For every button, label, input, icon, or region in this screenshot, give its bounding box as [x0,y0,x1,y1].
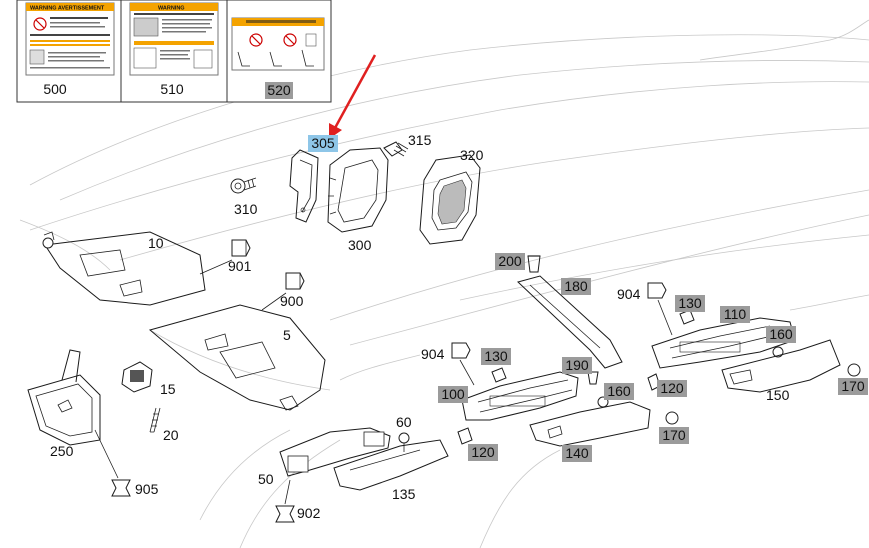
part-15-visor-clip[interactable]: 15 [121,361,176,397]
label-130-lower: 130 [484,348,508,364]
part-100-grab-handle[interactable]: 100 [438,371,579,421]
part-60-screw[interactable]: 60 [396,414,412,452]
part-130-clip-lower[interactable]: 130 [481,348,511,383]
label-901: 901 [228,258,252,274]
label-120-lower: 120 [471,444,495,460]
label-170-upper: 170 [841,378,865,394]
label-160-lower: 160 [607,383,631,399]
red-arrow-indicator [329,54,377,139]
label-5: 5 [283,327,291,343]
label-110: 110 [724,306,747,322]
label-135: 135 [392,486,416,502]
label-15: 15 [160,381,176,397]
label-315: 315 [408,132,432,148]
part-190-screw[interactable]: 190 [562,357,599,385]
label-190: 190 [565,357,589,373]
label-20: 20 [163,427,179,443]
label-180: 180 [564,278,588,294]
label-310: 310 [234,201,258,217]
label-902: 902 [297,505,321,521]
part-901-clip[interactable]: 901 [199,239,252,275]
label-904-lower: 904 [421,346,445,362]
label-card-510-header: WARNING [158,6,185,12]
label-320: 320 [460,147,484,163]
label-card-500[interactable]: WARNING AVERTISSEMENT 500 [25,2,115,97]
label-100: 100 [441,386,465,402]
label-500-number: 500 [43,81,67,97]
part-120-clip-upper[interactable]: 120 [647,373,687,397]
part-900-clip[interactable]: 900 [261,272,305,311]
part-315-screw[interactable]: 315 [383,132,432,157]
part-170-clip-upper[interactable]: 170 [838,363,868,395]
label-305: 305 [311,135,335,151]
part-160-clip-upper[interactable]: 160 [766,326,796,358]
part-10-sun-visor[interactable]: 10 [42,231,206,306]
label-10: 10 [148,235,164,251]
part-905-clip[interactable]: 905 [94,429,159,497]
part-320-lens[interactable]: 320 [419,147,484,245]
part-904-clip-upper[interactable]: 904 [617,282,673,336]
part-200-clip[interactable]: 200 [495,253,541,273]
part-170-clip-lower[interactable]: 170 [659,411,689,444]
part-130-clip-upper[interactable]: 130 [675,295,705,325]
label-520-number: 520 [267,82,291,98]
part-135-trim[interactable]: 135 [333,439,449,502]
label-card-520[interactable]: 520 [231,17,325,99]
part-305-bracket[interactable]: 305 [289,135,338,223]
part-140-trim[interactable]: 140 [529,401,651,462]
roof-outline [19,19,869,548]
part-904-clip-lower[interactable]: 904 [421,342,475,386]
part-50-grab-handle[interactable]: 50 [258,427,391,487]
part-310-screw[interactable]: 310 [230,177,258,217]
label-140: 140 [565,445,589,461]
label-200: 200 [498,253,522,269]
label-120-upper: 120 [660,380,684,396]
label-900: 900 [280,293,304,309]
label-510-number: 510 [160,81,184,97]
label-250: 250 [50,443,74,459]
label-905: 905 [135,481,159,497]
part-20-screw[interactable]: 20 [149,407,179,443]
part-250-rearview-mirror[interactable]: 250 [27,349,101,459]
label-150: 150 [766,387,790,403]
label-card-500-header: WARNING AVERTISSEMENT [30,6,105,12]
label-130-upper: 130 [678,295,702,311]
label-160-upper: 160 [769,326,793,342]
part-5-sun-visor[interactable]: 5 [148,304,326,411]
part-902-clip[interactable]: 902 [275,479,321,523]
part-300-bezel[interactable]: 300 [327,147,389,253]
part-180-trim-strip[interactable]: 180 [517,275,623,369]
part-120-clip-lower[interactable]: 120 [457,427,498,461]
label-300: 300 [348,237,372,253]
label-60: 60 [396,414,412,430]
label-904-upper: 904 [617,286,641,302]
warning-labels-panel: WARNING AVERTISSEMENT 500 WARNING [16,0,332,103]
part-160-clip-lower[interactable]: 160 [597,383,634,408]
label-170-lower: 170 [662,427,686,443]
label-50: 50 [258,471,274,487]
label-card-510[interactable]: WARNING 510 [129,2,219,97]
part-150-trim[interactable]: 150 [721,339,841,403]
